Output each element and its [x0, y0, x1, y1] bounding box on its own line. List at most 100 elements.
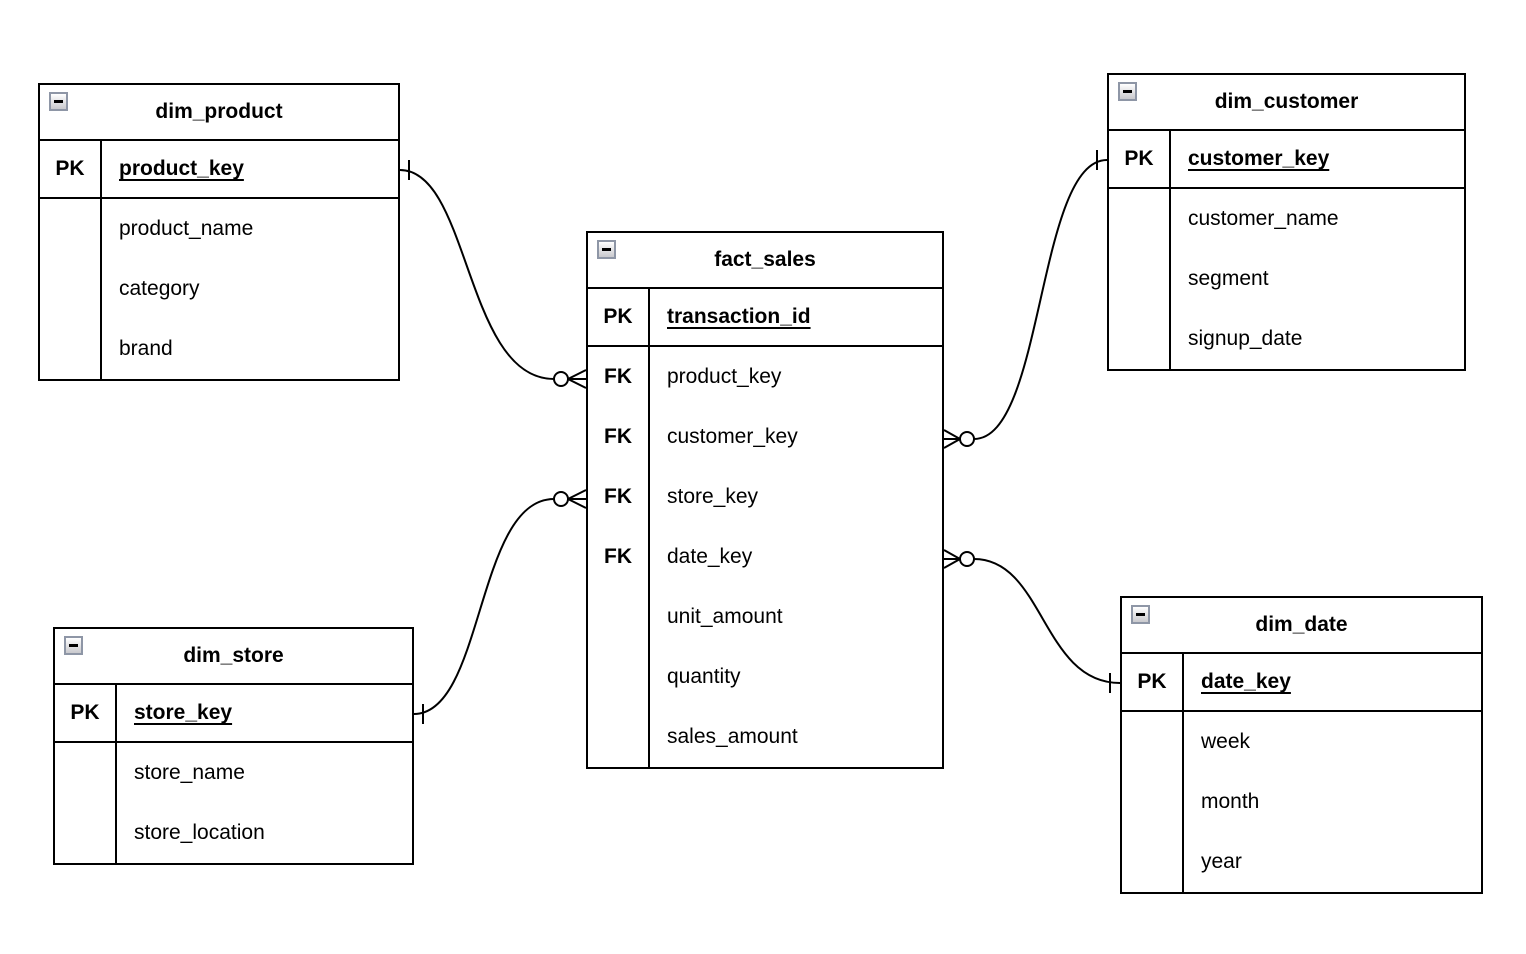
pk-label: PK — [588, 289, 650, 345]
field-name: customer_name — [1188, 207, 1339, 230]
key-label — [1122, 832, 1184, 892]
fk-label: FK — [588, 467, 650, 527]
key-label — [588, 647, 650, 707]
connector-line — [973, 558, 1121, 684]
collapse-icon[interactable] — [597, 240, 616, 259]
collapse-icon[interactable] — [49, 92, 68, 111]
entity-title: dim_date — [1255, 613, 1348, 636]
cardinality-many-crowfoot — [567, 369, 587, 389]
cardinality-zero-circle — [553, 491, 569, 507]
minus-glyph — [602, 248, 611, 251]
minus-glyph — [1123, 90, 1132, 93]
relationship-store-fact[interactable] — [413, 489, 587, 724]
table-row[interactable]: PK date_key — [1122, 654, 1481, 712]
field-name: store_location — [134, 821, 265, 844]
fk-label: FK — [588, 407, 650, 467]
entity-header[interactable]: dim_store — [55, 629, 412, 685]
table-row[interactable]: FK store_key — [588, 467, 942, 527]
table-row[interactable]: sales_amount — [588, 707, 942, 767]
cardinality-many-crowfoot — [943, 429, 961, 449]
entity-dim-store[interactable]: dim_store PK store_key store_name store_… — [53, 627, 414, 865]
key-label — [55, 803, 117, 863]
entity-title: dim_customer — [1214, 90, 1359, 113]
field-name: signup_date — [1188, 327, 1303, 350]
pk-field-name: product_key — [119, 157, 244, 180]
pk-field-name: store_key — [134, 701, 233, 724]
minus-glyph — [69, 644, 78, 647]
table-row[interactable]: brand — [40, 319, 398, 379]
cardinality-zero-circle — [959, 431, 975, 447]
key-label — [1122, 772, 1184, 832]
relationship-product-fact[interactable] — [399, 160, 587, 389]
entity-title: dim_store — [183, 644, 284, 667]
fk-label: FK — [588, 527, 650, 587]
table-row[interactable]: unit_amount — [588, 587, 942, 647]
table-row[interactable]: month — [1122, 772, 1481, 832]
entity-title: dim_product — [155, 100, 283, 123]
connector-line — [399, 169, 555, 380]
key-label — [1109, 249, 1171, 309]
key-label — [40, 319, 102, 379]
entity-header[interactable]: fact_sales — [588, 233, 942, 289]
field-name: product_key — [667, 365, 782, 388]
connector-line — [413, 498, 555, 715]
entity-dim-date[interactable]: dim_date PK date_key week month year — [1120, 596, 1483, 894]
field-name: customer_key — [667, 425, 798, 448]
collapse-icon[interactable] — [1131, 605, 1150, 624]
field-name: store_name — [134, 761, 245, 784]
table-row[interactable]: quantity — [588, 647, 942, 707]
key-label — [55, 743, 117, 803]
pk-field-name: customer_key — [1188, 147, 1330, 170]
entity-fact-sales[interactable]: fact_sales PK transaction_id FK product_… — [586, 231, 944, 769]
table-row[interactable]: product_name — [40, 199, 398, 259]
table-row[interactable]: PK store_key — [55, 685, 412, 743]
cardinality-many-crowfoot — [943, 549, 961, 569]
key-label — [588, 587, 650, 647]
field-name: sales_amount — [667, 725, 798, 748]
field-name: product_name — [119, 217, 254, 240]
field-name: year — [1201, 850, 1242, 873]
pk-field-name: transaction_id — [667, 305, 811, 328]
field-name: unit_amount — [667, 605, 783, 628]
table-row[interactable]: segment — [1109, 249, 1464, 309]
entity-header[interactable]: dim_date — [1122, 598, 1481, 654]
table-row[interactable]: customer_name — [1109, 189, 1464, 249]
cardinality-many-crowfoot — [567, 489, 587, 509]
table-row[interactable]: FK product_key — [588, 347, 942, 407]
collapse-icon[interactable] — [1118, 82, 1137, 101]
pk-label: PK — [1122, 654, 1184, 710]
entity-title: fact_sales — [714, 248, 816, 271]
table-row[interactable]: FK date_key — [588, 527, 942, 587]
relationship-customer-fact[interactable] — [943, 150, 1108, 449]
connector-line — [973, 159, 1108, 440]
entity-header[interactable]: dim_customer — [1109, 75, 1464, 131]
field-name: date_key — [667, 545, 753, 568]
cardinality-zero-circle — [959, 551, 975, 567]
table-row[interactable]: PK product_key — [40, 141, 398, 199]
table-row[interactable]: week — [1122, 712, 1481, 772]
table-row[interactable]: year — [1122, 832, 1481, 892]
table-row[interactable]: signup_date — [1109, 309, 1464, 369]
relationship-date-fact[interactable] — [943, 549, 1121, 693]
field-name: quantity — [667, 665, 741, 688]
pk-label: PK — [1109, 131, 1171, 187]
field-name: store_key — [667, 485, 759, 508]
entity-dim-customer[interactable]: dim_customer PK customer_key customer_na… — [1107, 73, 1466, 371]
table-row[interactable]: store_location — [55, 803, 412, 863]
field-name: brand — [119, 337, 173, 360]
table-row[interactable]: FK customer_key — [588, 407, 942, 467]
table-row[interactable]: PK customer_key — [1109, 131, 1464, 189]
key-label — [588, 707, 650, 767]
field-name: week — [1201, 730, 1251, 753]
minus-glyph — [1136, 613, 1145, 616]
pk-label: PK — [40, 141, 102, 197]
key-label — [1109, 189, 1171, 249]
collapse-icon[interactable] — [64, 636, 83, 655]
table-row[interactable]: store_name — [55, 743, 412, 803]
table-row[interactable]: PK transaction_id — [588, 289, 942, 347]
fk-label: FK — [588, 347, 650, 407]
table-row[interactable]: category — [40, 259, 398, 319]
entity-header[interactable]: dim_product — [40, 85, 398, 141]
entity-dim-product[interactable]: dim_product PK product_key product_name … — [38, 83, 400, 381]
